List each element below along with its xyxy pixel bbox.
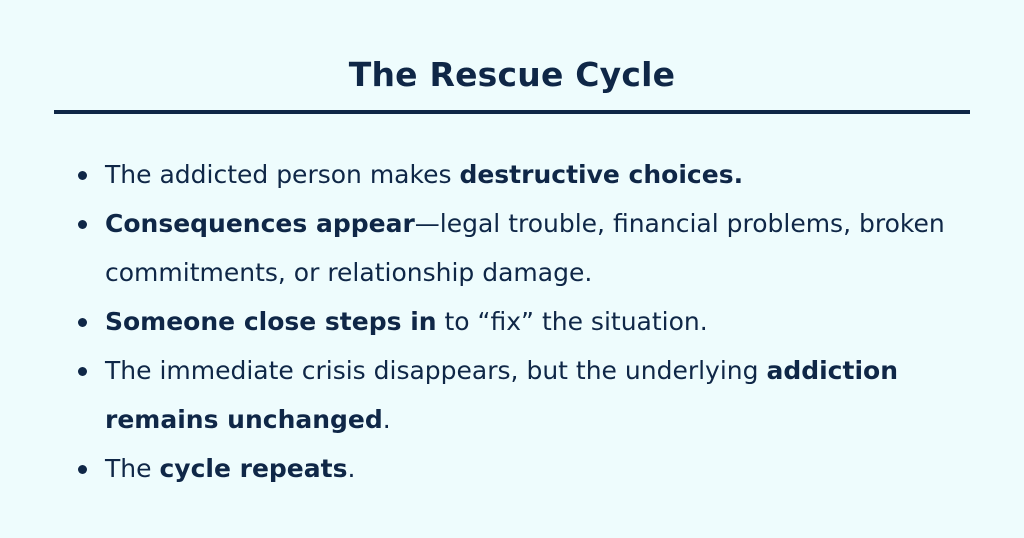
item-bold-text: Consequences appear [105,209,415,238]
item-text-end: . [382,405,391,434]
item-text: The addicted person makes [105,160,460,189]
item-bold-text: cycle repeats [159,454,348,483]
item-text-end: . [347,454,356,483]
item-text: The [105,454,160,483]
title-divider [54,110,970,114]
rescue-cycle-list: The addicted person makes destructive ch… [0,150,1024,493]
item-bold-text: addiction remains unchanged [105,356,898,434]
list-item: The immediate crisis disappears, but the… [0,346,1024,444]
list-item: The addicted person makes destructive ch… [0,150,1024,199]
list-item: The cycle repeats. [0,444,1024,493]
bullet-icon [78,220,87,229]
item-bold-text: destructive choices. [459,160,744,189]
item-text-end: —legal trouble, financial problems, brok… [105,209,945,287]
item-bold-text: Someone close steps in [105,307,437,336]
bullet-icon [78,465,87,474]
bullet-icon [78,318,87,327]
bullet-icon [78,171,87,180]
item-text: The immediate crisis disappears, but the… [105,356,767,385]
page-title: The Rescue Cycle [348,55,676,94]
list-item: Someone close steps in to “fix” the situ… [0,297,1024,346]
bullet-icon [78,367,87,376]
item-text-end: to “fix” the situation. [436,307,708,336]
list-item: Consequences appear—legal trouble, finan… [0,199,1024,297]
